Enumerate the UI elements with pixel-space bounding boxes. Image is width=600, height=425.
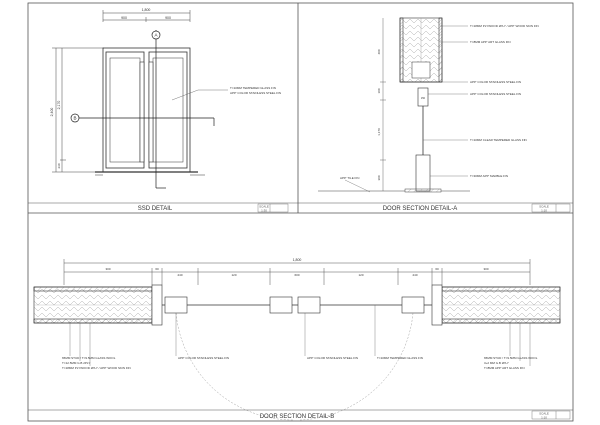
section-marker-a-label: A [154, 33, 157, 38]
section-b-stiles [164, 296, 425, 314]
section-a-dim-4: 300 [377, 175, 381, 180]
section-b-note-right-1: 65MM STUD / T=9.5MM GLASS WOOL [484, 356, 538, 360]
section-a-scale-label: SCALE [539, 205, 549, 209]
ssd-top-dim-left: 900 [121, 16, 127, 20]
section-b-dim-4: 120 [231, 273, 236, 277]
ssd-note-leader [171, 89, 228, 101]
section-b-title: DOOR SECTION DETAIL-B [260, 414, 335, 420]
ssd-title: SSD DETAIL [138, 206, 173, 212]
section-a-bottom-rail [415, 154, 431, 192]
section-b-note-right-2: 3+2 MM G.B 2PLY [484, 361, 509, 365]
ssd-left-dim-1: 2,170 [57, 101, 61, 110]
section-a-dimensions [380, 18, 386, 191]
ssd-top-dim-right: 900 [165, 16, 171, 20]
ssd-section-cut-a [155, 30, 166, 189]
ssd-top-dimension [102, 10, 191, 22]
section-a-note-mid-2: APP' COLOR STAINLESS STEEL FIN [470, 92, 521, 96]
section-a-leaders [344, 25, 468, 193]
section-a-note-top-1: T=18MM PLYWOOD 2PLY / APP' WOOD SKIN FIN [470, 24, 539, 28]
section-a-dim-2: 100 [377, 88, 381, 93]
section-a-title: DOOR SECTION DETAIL-A [383, 206, 458, 212]
sheet-frame [27, 2, 574, 422]
section-b-note-stainless-mid: APP' COLOR STAINLESS STEEL FIN [307, 356, 358, 360]
ssd-scale-box [257, 203, 289, 213]
section-b-panel: 1,800 300 60 240 120 600 120 240 60 300 [33, 258, 571, 421]
section-b-scale-label: SCALE [539, 412, 549, 416]
section-b-note-glass: T=10MM TEMPERED GLASS FIN [377, 356, 423, 360]
section-b-overall: 1,800 [293, 258, 302, 262]
section-b-overall-dimension [63, 259, 531, 285]
section-a-dim-1: 400 [377, 49, 381, 54]
section-a-note-low-2: T=30MM APP' MARBLE FIN [470, 174, 508, 178]
ssd-scale-value: 1:30 [261, 209, 267, 213]
section-b-scale-box [531, 410, 571, 420]
section-b-note-left-1: 65MM STUD / T=9.5MM GLASS WOOL [62, 356, 116, 360]
ssd-overall-width: 1,800 [142, 8, 151, 12]
section-b-leaders [69, 305, 531, 366]
section-b-note-left-3: T=18MM PLYWOOD 2PLY / APP' WOOD SKIN FIN [62, 366, 131, 370]
ssd-door-elevation [95, 47, 205, 176]
section-a-note-tile: APP' TILE FIN [340, 176, 359, 180]
section-a-scale-box [531, 203, 571, 213]
section-b-right-wall [431, 284, 561, 326]
section-b-dim-2: 60 [155, 267, 159, 271]
ssd-left-dim-2: 230 [57, 163, 61, 168]
section-b-dim-5: 600 [294, 273, 299, 277]
ssd-left-overall: 2,400 [50, 108, 54, 117]
section-a-head-wall [399, 17, 443, 83]
section-marker-b[interactable] [70, 113, 80, 123]
section-b-scale-value: 1:10 [541, 416, 547, 420]
section-a-floor [318, 188, 470, 193]
section-a-dim-3: 1,170 [377, 128, 381, 136]
section-a-panel: 150 400 100 1,170 300 [318, 17, 571, 213]
ssd-section-cut-b [78, 117, 215, 126]
ssd-note-2: APP' COLOR STAINLESS STEEL FIN [230, 91, 281, 95]
section-b-note-right-3: T=8MM APP' ART GLASS FIN [484, 366, 525, 370]
section-b-note-stainless: APP' COLOR STAINLESS STEEL FIN [178, 356, 229, 360]
ssd-detail-panel: 1,800 900 900 2,400 2,170 230 [50, 8, 289, 213]
section-b-swing-arcs [175, 312, 414, 421]
section-b-note-left-2: T=12.5MM G.B 2PLY [62, 361, 90, 365]
section-b-left-wall [33, 284, 163, 326]
section-a-note-low-1: T=10MM CLEAR TEMPERED GLASS FIN [470, 138, 527, 142]
section-b-dim-8: 60 [435, 267, 439, 271]
ssd-left-dimension [52, 47, 104, 173]
ssd-note-1: T=10MM TEMPERED GLASS FIN [230, 86, 276, 90]
section-b-dim-3: 240 [177, 273, 182, 277]
section-a-note-top-2: T=8MM APP' ART GLASS FIN [470, 40, 511, 44]
section-a-panel-label: 150 [421, 97, 426, 100]
section-b-dim-6: 120 [358, 273, 363, 277]
section-b-dim-7: 240 [412, 273, 417, 277]
section-a-scale-value: 1:10 [541, 209, 547, 213]
ssd-scale-label: SCALE [259, 205, 269, 209]
section-marker-a[interactable] [151, 30, 161, 40]
section-a-note-mid-1: APP' COLOR STAINLESS STEEL FIN [470, 80, 521, 84]
section-marker-b-label: B [73, 116, 76, 121]
section-b-dim-1: 300 [105, 267, 110, 271]
section-b-dim-9: 300 [483, 267, 488, 271]
